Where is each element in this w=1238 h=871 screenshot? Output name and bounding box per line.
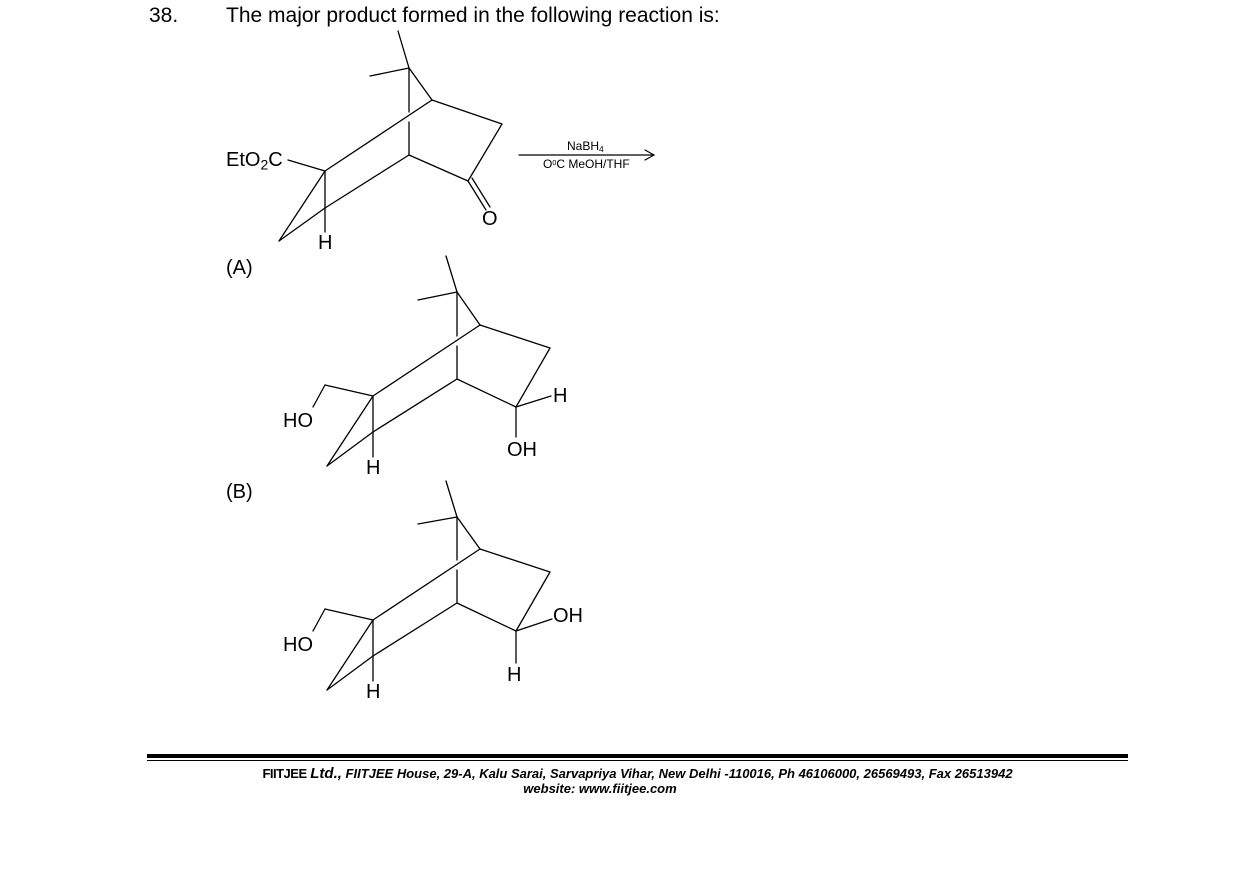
footer-rule (147, 754, 1128, 758)
option-a-ring-h: H (553, 385, 568, 407)
option-b-ring-h: H (507, 664, 522, 686)
footer-address-line: FIITJEE Ltd., FIITJEE House, 29-A, Kalu … (147, 765, 1128, 782)
reactant-bridgehead-h: H (318, 232, 333, 254)
footer-ltd: Ltd., (310, 765, 342, 782)
footer-brand: FIITJEE (262, 766, 307, 781)
option-a-label: (A) (226, 257, 253, 279)
option-a-ring-oh: OH (507, 439, 537, 461)
footer-rule-thin (147, 760, 1128, 761)
reactant-carbonyl-oxygen: O (482, 208, 498, 230)
option-b-label: (B) (226, 481, 253, 503)
option-a-bridgehead-h: H (366, 457, 381, 479)
option-b-bridgehead-h: H (366, 681, 381, 703)
reagent-below: O0C MeOH/THF (543, 157, 630, 171)
reagent-above: NaBH4 (567, 139, 604, 155)
question-number: 38. (149, 4, 179, 27)
question-text: The major product formed in the followin… (226, 4, 720, 27)
option-b-ring-oh: OH (553, 605, 583, 627)
option-b-ho-label: HO (283, 634, 313, 656)
footer-address: FIITJEE House, 29-A, Kalu Sarai, Sarvapr… (345, 766, 1013, 781)
reactant-ester-label: EtO2C (226, 149, 283, 173)
option-a-ho-label: HO (283, 410, 313, 432)
footer-website[interactable]: website: www.fiitjee.com (523, 781, 677, 796)
